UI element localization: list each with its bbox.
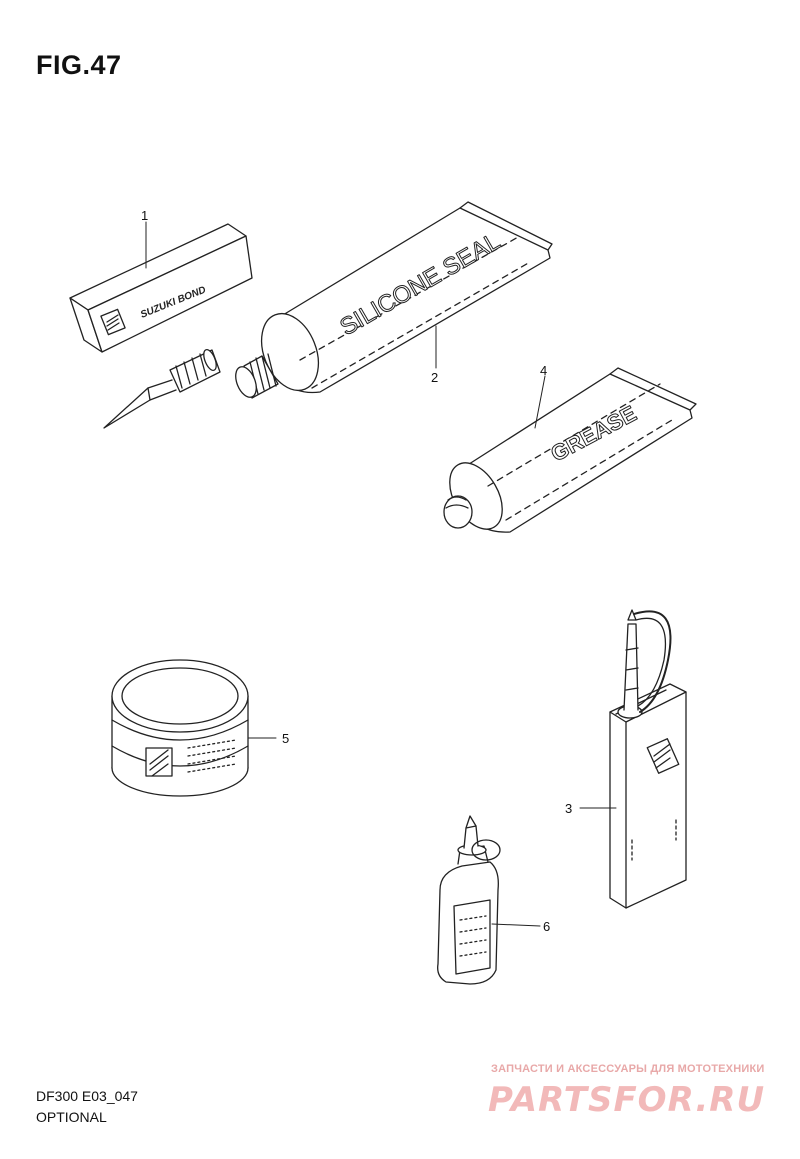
callout-5: 5 <box>282 731 289 746</box>
grease-part: GREASE <box>443 367 697 533</box>
watermark-text: ЗАПЧАСТИ И АКСЕССУАРЫ ДЛЯ МОТОТЕХНИКИ <box>491 1063 765 1075</box>
callout-1: 1 <box>141 208 148 223</box>
callout-3: 3 <box>565 801 572 816</box>
diagram-code: DF300 E03_047 <box>36 1088 138 1104</box>
callout-2: 2 <box>431 370 438 385</box>
grease-tin-part <box>111 659 249 797</box>
suzuki-bond-part: SUZUKI BOND <box>69 223 253 429</box>
diagram-subtitle: OPTIONAL <box>36 1109 107 1125</box>
leader-lines <box>145 221 617 927</box>
figure-title: FIG.47 <box>36 50 122 80</box>
callout-6: 6 <box>543 919 550 934</box>
oil-can-part <box>609 609 687 909</box>
oil-bottle-part <box>437 815 501 985</box>
callout-4: 4 <box>540 363 547 378</box>
silicone-seal-part: SILICONE SEAL <box>235 201 553 399</box>
watermark-logo: PARTSFOR.RU <box>488 1080 766 1120</box>
